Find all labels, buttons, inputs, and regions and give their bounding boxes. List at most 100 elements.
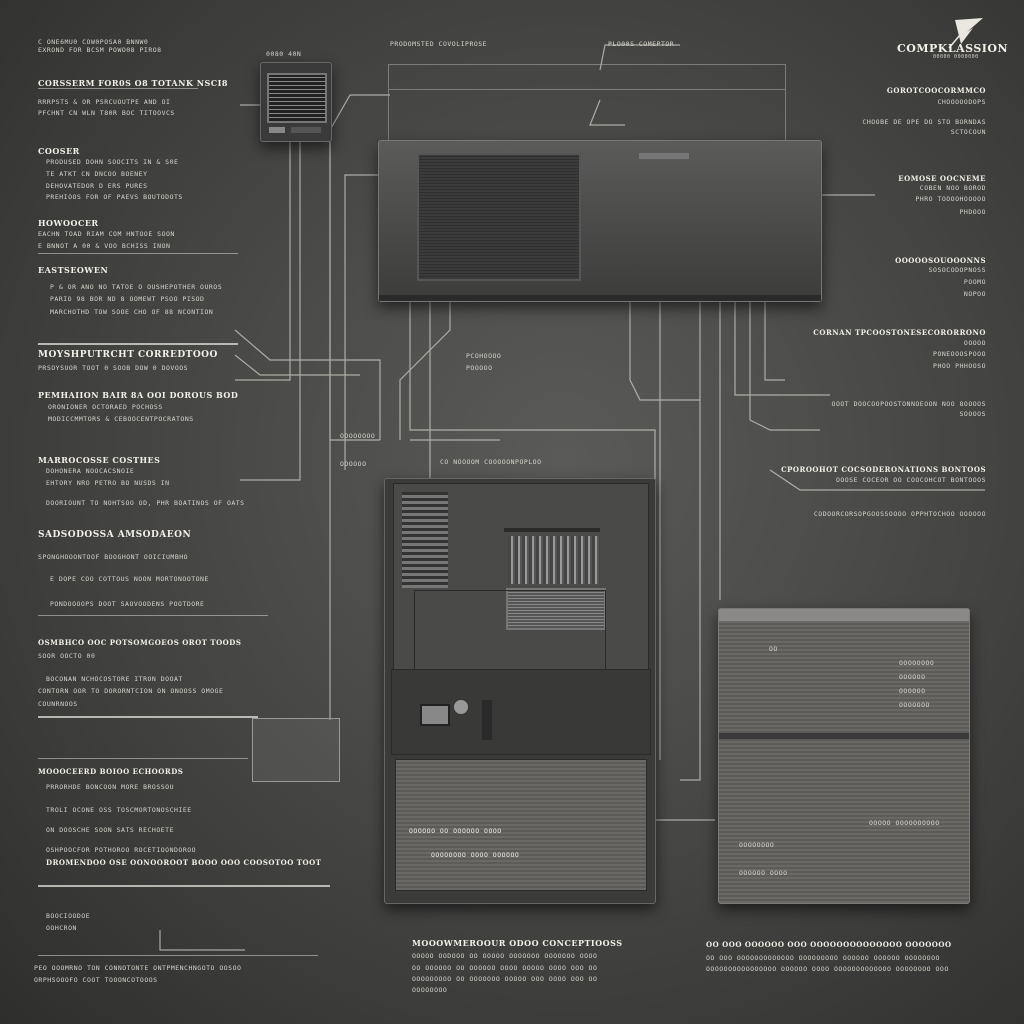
cabinet-line: OOOOOO OOOO <box>739 869 788 877</box>
left-section-title: PEMHAIION BAIR 8A OOI DOROUS BOD <box>38 390 239 400</box>
cabinet-line: OOOOOOOO <box>899 659 935 667</box>
cabinet-line: OOOOOOO <box>899 701 930 709</box>
right-section-title: EOMOSE OOCNEME <box>898 174 986 183</box>
left-section-title: HOWOOCER <box>38 218 99 228</box>
inset-panel <box>252 718 340 782</box>
right-section-line: COBEN NOO BOROD <box>919 184 986 192</box>
control-module <box>260 62 332 142</box>
left-section-line: PEO OOOMRNO TON CONNOTONTE ONTPMENCHNGOT… <box>34 964 242 972</box>
left-section-line: DROMENDOO OSE OONOOROOT BOOO OOO COOSOTO… <box>46 858 322 867</box>
left-section-line: OOHCRON <box>46 924 77 932</box>
left-section-line: MODICCMMTORS & CEBOOCENTPOCRATONS <box>48 415 194 423</box>
right-section-line: CODOORCORSOPGOOSSOOOO OPPHTOCHOO OOOOOO <box>813 510 986 518</box>
brand-subtitle: 00000 0000000 <box>933 54 979 60</box>
speaker-grille <box>417 153 581 281</box>
bottom-right-line: OOOOOOOOOOOOOOOO OOOOOO OOOO OOOOOOOOOOO… <box>706 965 949 973</box>
bottom-center-line: OOOOOOOO <box>412 986 448 994</box>
left-section-line: SOOR OOCTO 00 <box>38 652 96 660</box>
cabinet-line: OOOOO OOOOOOOOOO <box>869 819 940 827</box>
left-section-line: BOCONAN NCHOCOSTORE ITRON DOOAT <box>46 675 183 683</box>
left-section-title: COOSER <box>38 146 80 156</box>
cabinet-line: OOOOOOOO <box>739 841 775 849</box>
left-section-line: E BNNOT A 00 & VOO BCHISS INON <box>38 242 171 250</box>
left-section-title: OSMBHCO OOC POTSOMGOEOS OROT TOODS <box>38 638 242 647</box>
right-section-line: OOOSE COCEOR OO COOCOHCOT BONTOOOS <box>835 476 986 484</box>
left-section-line: EHTORY NRO PETRO BO NUSDS IN <box>46 479 170 487</box>
module-tag: 0080 40N <box>266 50 302 58</box>
right-section-line: PHDOOO <box>959 208 986 216</box>
control-module-display <box>267 73 327 123</box>
right-section-line: PONEOOOSPOOO <box>933 350 986 358</box>
tiny-label-a: OOOOOOOO <box>340 432 376 440</box>
right-section-line: SOSOCODOPNOSS <box>928 266 986 274</box>
center-label-b: PLO00S COMEPTOR <box>608 40 675 48</box>
cabinet-line: OOOOOO <box>899 687 926 695</box>
left-section-line: COUNRNOOS <box>38 700 78 708</box>
storage-cabinet: OO OOOOOOOO OOOOOO OOOOOO OOOOOOO OOOOO … <box>718 608 970 904</box>
right-section-title: GOROTCOOCORMMCO <box>886 86 986 95</box>
left-section-line: PFCHNT CN WLN T80R BOC TITOOVCS <box>38 109 175 117</box>
right-section-title: CORNAN TPCOOSTONESECORORRONO <box>813 328 986 337</box>
bottom-center-line: OO OOOOOO OO OOOOOO OOOO OOOOO OOOO OOO … <box>412 964 598 972</box>
tiny-label-b: OOOOOO <box>340 460 367 468</box>
cabinet-label: OO <box>769 645 778 653</box>
bottom-center-line: OOOOOOOOO OO OOOOOOO OOOOO OOO OOOO OOO … <box>412 975 598 983</box>
left-section-line: PREHIOOS FOR OF PAEVS BOUTODOTS <box>46 193 183 201</box>
tower-drive-bay <box>395 759 647 891</box>
left-section-line: DEHOVATEDOR D ERS PURES <box>46 182 148 190</box>
tower-unit: OOOOOO OO OOOOOO OOOO OOOOOOOO OOOO OOOO… <box>384 478 656 904</box>
left-section-line: TE ATKT CN DNCOO BOENEY <box>46 170 148 178</box>
right-section-line: OOOOO <box>963 339 986 347</box>
right-section-line: PHOO PHHOOSO <box>933 362 986 370</box>
left-section-line: ORPHSOOOFO COOT TOOONCOTOOOS <box>34 976 158 984</box>
brand-logo: COMPKLASSION 00000 0000000 <box>895 18 1008 62</box>
right-section-title: OOOOOSOUOOONNS <box>895 256 986 265</box>
heatsink <box>508 536 600 584</box>
right-section-title: OOOT DOOCOOPOOSTONNOEOON NOO 8OOOOS <box>831 400 986 408</box>
center-label-a: PRODOMSTED COVOLIPROSE <box>390 40 488 48</box>
left-section-line: PRODUSED DOHN SOOCITS IN & S0E <box>46 158 179 166</box>
bottom-right-line: OO OOO OOOOOOOOOOOOO OOOOOOOOO OOOOOO OO… <box>706 954 940 962</box>
left-section-title: CORSSERM FOR0S O8 TOTANK NSCI8 <box>38 78 228 88</box>
left-section-title: MARROCOSSE COSTHES <box>38 455 161 465</box>
brand-name: COMPKLASSION <box>897 42 1009 55</box>
bottom-right-title: OO OOO OOOOOO OOO OOOOOOOOOOOOOO OOOOOOO <box>706 940 952 949</box>
right-section-line: NOPOO <box>963 290 986 298</box>
tower-label-a: OOOOOO OO OOOOOO OOOO <box>409 827 502 835</box>
main-grille-unit <box>378 140 822 302</box>
tower-top-panel <box>393 483 649 673</box>
right-section-line: SOOOOS <box>959 410 986 418</box>
left-section-line: PRRORHDE BONCOON MORE BROSSOU <box>46 783 174 791</box>
left-section-title: SADSODOSSA AMSODAEON <box>38 530 192 540</box>
left-section-line: BOOCIOODOE <box>46 912 91 920</box>
right-section-line: CHOOOOODOPS <box>937 98 986 106</box>
left-section-line: MARCHOTHD TOW SOOE CHO OF 88 NCONTION <box>50 308 214 316</box>
tower-display <box>506 588 606 630</box>
right-section-title: CPOROOHOT COCSODERONATIONS BONTOOS <box>781 465 986 474</box>
left-section-line: E DOPE COO COTTOUS NOON MORTONOOTONE <box>50 575 209 583</box>
left-section-line: OSHPOOCFOR POTHOROO ROCETIOONDOROO <box>46 846 197 854</box>
mid-note: CO NOOOOM COOOOONPOPLOO <box>440 458 542 466</box>
left-section-line: DOORIOUNT TO NOHTSOO OD, PHR BOATINOS OF… <box>46 499 245 507</box>
right-section-line: SCTOCOUN <box>950 128 986 136</box>
left-section-line: TROLI OCONE OSS TOSCMORTONOSCHIEE <box>46 806 192 814</box>
left-section-line: PONDOOOOPS DOOT SAOVOODENS POOTDORE <box>50 600 205 608</box>
bottom-center-title: MOOOWMEROOUR ODOO CONCEPTIOOSS <box>412 938 623 948</box>
top-left-subtitle: EXROND FOR BCSM POWO08 PIRO8 <box>38 46 162 54</box>
left-section-line: PARIO 98 BOR ND 8 OOMEWT PSOO PISOD <box>50 295 205 303</box>
left-section-line: EACHN TOAD RIAM COM HNTOOE SOON <box>38 230 175 238</box>
cabinet-line: OOOOOO <box>899 673 926 681</box>
right-section-line: POOMO <box>963 278 986 286</box>
right-section-line: CHOOBE DE OPE DO STO BORNDAS <box>862 118 986 126</box>
tower-label-b: OOOOOOOO OOOO OOOOOO <box>431 851 520 859</box>
bottom-center-line: OOOOO OODOOO OO OOOOO OOOOOOO OOOOOOO OO… <box>412 952 598 960</box>
small-note-b: POOOOO <box>466 364 493 372</box>
left-section-title: MOYSHPUTRCHT CORREDTOOO <box>38 350 218 360</box>
left-section-line: ORONIONER OCTORAED POCHOSS <box>48 403 163 411</box>
quill-icon <box>948 18 983 49</box>
small-note-a: PCOHOOOO <box>466 352 502 360</box>
right-section-line: PHRO TOOOOHOOOOO <box>915 195 986 203</box>
left-section-line: DOHONERA NOOCACSNOIE <box>46 467 135 475</box>
upper-rack-frame <box>388 64 786 146</box>
